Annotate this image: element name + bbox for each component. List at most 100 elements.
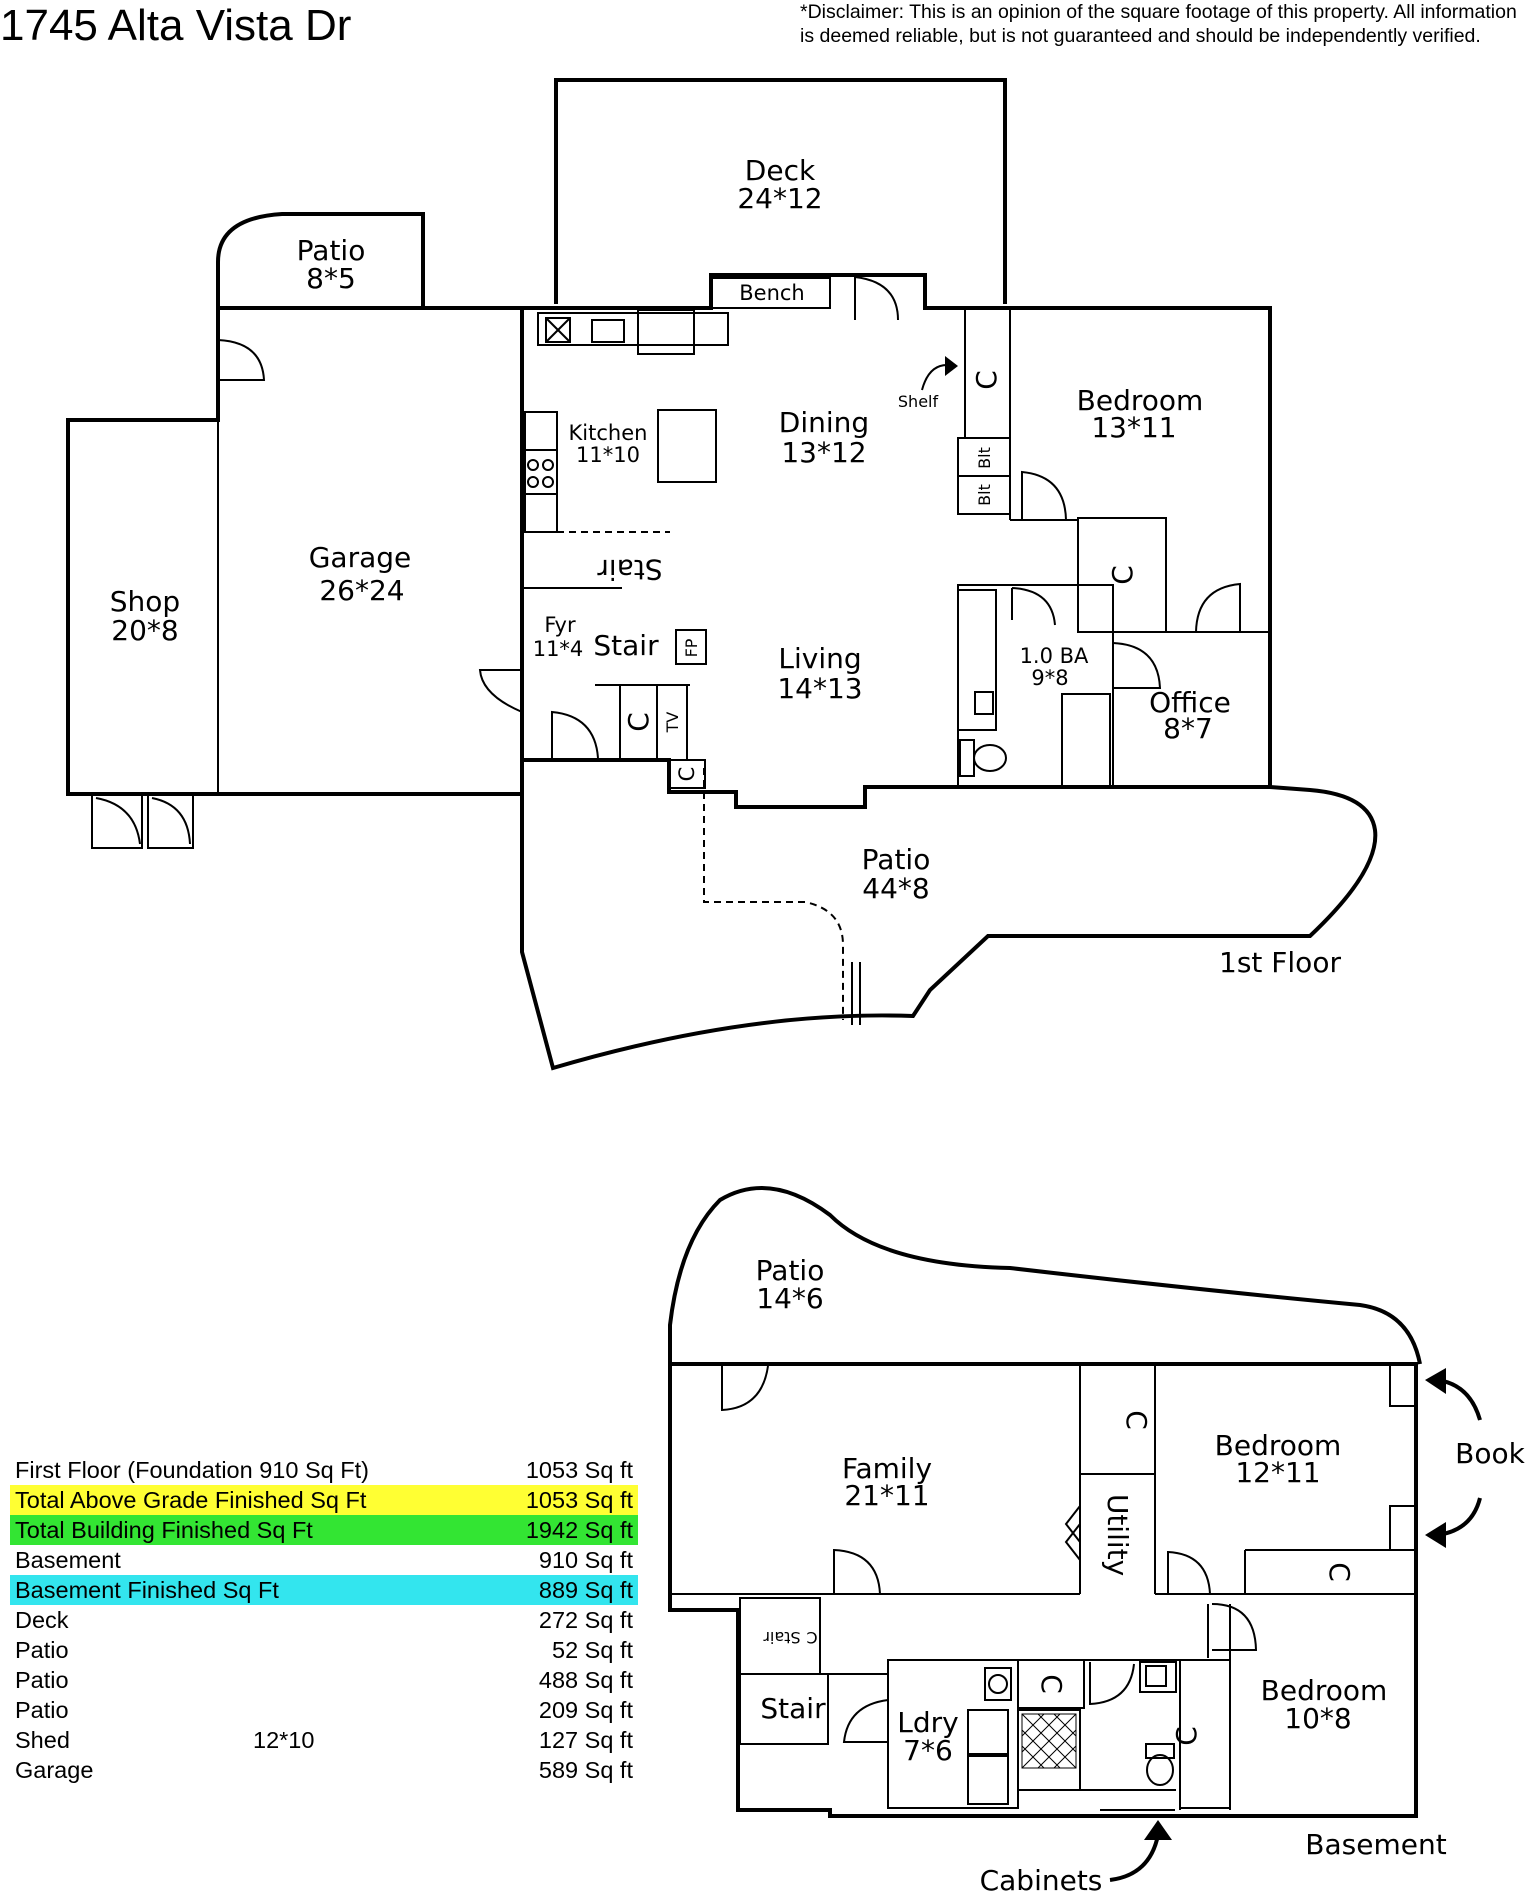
garage-dims: 26*24 bbox=[319, 574, 404, 607]
area-value: 1053 Sq ft bbox=[525, 1457, 633, 1483]
dryer bbox=[967, 1755, 1009, 1805]
area-value: 52 Sq ft bbox=[552, 1637, 633, 1663]
basement-patio-name: Patio bbox=[756, 1254, 825, 1287]
property-address: 1745 Alta Vista Dr bbox=[0, 1, 352, 50]
area-row: Total Building Finished Sq Ft 1942 Sq ft bbox=[10, 1515, 638, 1545]
basement-patio-dims: 14*6 bbox=[756, 1282, 823, 1315]
laundry-name: Ldry bbox=[897, 1706, 958, 1739]
shelf-arrow-head bbox=[945, 356, 958, 376]
bedroom2-door bbox=[1211, 1603, 1258, 1651]
area-value: 1942 Sq ft bbox=[525, 1517, 633, 1543]
tv-label: TV bbox=[663, 712, 682, 734]
closet-label: C bbox=[970, 370, 1003, 390]
basement-label: Basement bbox=[1305, 1828, 1446, 1861]
shop-doors bbox=[91, 794, 194, 849]
range bbox=[524, 449, 558, 495]
bath-dims: 9*8 bbox=[1031, 666, 1068, 690]
patio-large-dims: 44*8 bbox=[862, 872, 929, 905]
toilet-tank bbox=[959, 739, 975, 777]
family-name: Family bbox=[842, 1452, 932, 1485]
dining-dims: 13*12 bbox=[781, 436, 866, 469]
stair-inverted-label: Stair bbox=[597, 553, 663, 586]
bedroom-door bbox=[1021, 470, 1067, 521]
dining-name: Dining bbox=[779, 406, 869, 439]
basement-patio-outline bbox=[668, 1186, 1422, 1365]
laundry-closet bbox=[1017, 1659, 1085, 1709]
bedroom1-door bbox=[1167, 1550, 1211, 1595]
small-stair-label: Stair bbox=[763, 1628, 801, 1647]
area-summary-table: First Floor (Foundation 910 Sq Ft)1053 S… bbox=[10, 1455, 638, 1785]
small-patio-outline bbox=[216, 212, 425, 308]
toilet-tank-lower bbox=[1145, 1743, 1175, 1759]
office-door bbox=[1112, 642, 1162, 689]
bath-sink-lower bbox=[1145, 1665, 1167, 1687]
area-name: Basement bbox=[15, 1547, 121, 1573]
cabinets-label: Cabinets bbox=[980, 1864, 1103, 1893]
bath-door-lower bbox=[1089, 1662, 1135, 1706]
deck-dims: 24*12 bbox=[737, 182, 822, 215]
book-label: Book bbox=[1455, 1437, 1525, 1470]
shelf-label: Shelf bbox=[898, 392, 939, 411]
fridge bbox=[637, 309, 695, 355]
bath-name: 1.0 BA bbox=[1020, 644, 1089, 668]
area-value: 910 Sq ft bbox=[538, 1547, 633, 1573]
disclaimer-text: *Disclaimer: This is an opinion of the s… bbox=[800, 1, 1517, 47]
basement-stair bbox=[739, 1673, 829, 1745]
living-name: Living bbox=[778, 642, 861, 675]
shop-name: Shop bbox=[110, 585, 180, 618]
area-value: 589 Sq ft bbox=[538, 1757, 633, 1783]
living-dims: 14*13 bbox=[777, 672, 862, 705]
area-value: 889 Sq ft bbox=[538, 1577, 633, 1603]
foyer-door bbox=[551, 710, 599, 759]
garage-outline bbox=[66, 306, 522, 796]
garage-side-door bbox=[217, 339, 266, 381]
area-row: First Floor (Foundation 910 Sq Ft)1053 S… bbox=[10, 1455, 638, 1485]
bench bbox=[711, 277, 831, 309]
utility-doors bbox=[1064, 1505, 1081, 1561]
shower-tiles bbox=[1021, 1713, 1077, 1769]
bedroom2-closet bbox=[1179, 1659, 1231, 1809]
first-floor-plan: Bench C Blt Blt Shelf C bbox=[66, 78, 1378, 1071]
bedroom1-closet-label: C bbox=[1323, 1562, 1356, 1582]
foyer-closet-2-label: C bbox=[675, 767, 699, 782]
laundry-dims: 7*6 bbox=[903, 1734, 953, 1767]
area-name: Basement Finished Sq Ft bbox=[15, 1577, 279, 1603]
basement-stair-label: Stair bbox=[760, 1692, 826, 1725]
area-value: 1053 Sq ft bbox=[525, 1487, 633, 1513]
area-row: Basement 910 Sq ft bbox=[10, 1545, 638, 1575]
book-arrow-bottom-head bbox=[1425, 1522, 1446, 1548]
bedroom-name: Bedroom bbox=[1077, 384, 1204, 417]
area-value: 272 Sq ft bbox=[538, 1607, 633, 1633]
washer bbox=[967, 1709, 1009, 1755]
utility-closet-label: C bbox=[1120, 1410, 1153, 1430]
small-stair-closet-label: C bbox=[806, 1628, 817, 1647]
shower-floor bbox=[1017, 1709, 1081, 1791]
utility-label: Utility bbox=[1101, 1494, 1134, 1576]
cabinets-arrow bbox=[1109, 1834, 1160, 1882]
kitchen-island bbox=[657, 409, 717, 483]
bedroom-closet-label: C bbox=[1106, 565, 1139, 585]
patio-small-dims: 8*5 bbox=[306, 262, 356, 295]
family-door bbox=[721, 1364, 769, 1412]
kitchen-dims: 11*10 bbox=[576, 443, 640, 467]
area-name: Patio bbox=[15, 1667, 69, 1693]
office-dims: 8*7 bbox=[1163, 712, 1213, 745]
first-floor-label: 1st Floor bbox=[1219, 946, 1341, 979]
foyer-dims: 11*4 bbox=[533, 637, 584, 661]
basement-plan: Patio 14*6 Family 21*11 C Utility Bedroo… bbox=[668, 1186, 1526, 1893]
cooktop bbox=[545, 317, 571, 343]
area-value: 127 Sq ft bbox=[538, 1727, 633, 1753]
laundry-sink bbox=[984, 1667, 1012, 1701]
foyer-closet-label: C bbox=[622, 712, 655, 732]
family-bottom-door bbox=[833, 1548, 881, 1595]
deck-outline bbox=[554, 78, 1007, 304]
area-name: Total Building Finished Sq Ft bbox=[15, 1517, 313, 1543]
area-name: Garage bbox=[15, 1757, 94, 1783]
fireplace bbox=[675, 629, 707, 665]
fireplace-label: FP bbox=[682, 638, 701, 657]
book-arrow-top-head bbox=[1425, 1368, 1446, 1394]
bedroom1-dims: 12*11 bbox=[1235, 1456, 1320, 1489]
